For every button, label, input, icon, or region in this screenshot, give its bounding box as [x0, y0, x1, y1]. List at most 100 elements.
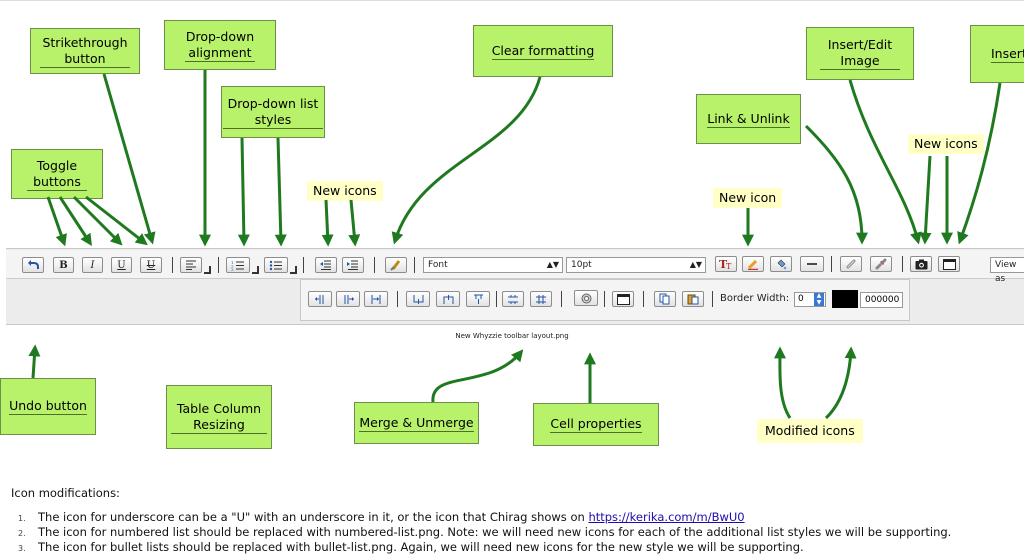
kerika-link[interactable]: https://kerika.com/m/BwU0: [588, 510, 745, 524]
arrow-undo: [28, 344, 41, 379]
callout-dropdown-alignment: Drop-down alignment: [164, 20, 276, 70]
bullet-list-icon: [269, 260, 282, 270]
callout-clear-formatting: Clear formatting: [473, 25, 613, 77]
note-new-icons-left: New icons: [307, 181, 383, 201]
insert-row-icon: [413, 294, 423, 304]
horizontal-rule-button[interactable]: [800, 256, 824, 272]
callout-strikethrough: Strikethrough button: [30, 28, 140, 74]
highlighter-icon: [747, 259, 758, 270]
arrow-list-2: [274, 137, 287, 247]
arrow-insert-table: [957, 82, 1002, 245]
table-properties-button[interactable]: [612, 291, 634, 307]
insert-row-below-button[interactable]: [406, 291, 430, 307]
view-as-select[interactable]: View as: [990, 257, 1024, 284]
separator: [643, 291, 644, 307]
separator: [374, 257, 375, 273]
chevron-updown-icon: ▲▼: [814, 292, 824, 306]
separator: [172, 257, 173, 273]
align-left-icon: [186, 260, 196, 270]
callout-cell-properties: Cell properties: [533, 403, 659, 446]
image-caption: New Whyzzie toolbar layout.png: [455, 332, 569, 340]
callout-link-unlink: Link & Unlink: [696, 94, 801, 144]
font-select[interactable]: Font▲▼: [423, 257, 563, 273]
callout-table-column-resizing: Table Column Resizing: [166, 385, 272, 449]
note-new-icons-right: New icons: [908, 134, 984, 154]
separator: [831, 256, 832, 272]
indent-button[interactable]: [342, 257, 364, 273]
highlight-button[interactable]: [742, 256, 764, 272]
italic-button[interactable]: I: [82, 257, 103, 273]
bullet-list-dropdown-arrow[interactable]: [290, 266, 297, 274]
alignment-dropdown-button[interactable]: [180, 257, 202, 273]
toolbar-layout-diagram: Strikethrough button Drop-down alignment…: [0, 20, 1024, 449]
unlink-button[interactable]: [870, 256, 892, 272]
undo-button[interactable]: [22, 257, 44, 273]
separator: [414, 257, 415, 273]
horizontal-line-icon: [807, 263, 817, 265]
modifications-list: 1.The icon for underscore can be a "U" w…: [18, 510, 951, 555]
callout-insert-partial: Insert: [970, 25, 1024, 83]
numbered-list-dropdown-arrow[interactable]: [252, 266, 259, 274]
table-column-resize-right-button[interactable]: [336, 291, 360, 307]
svg-text:3: 3: [231, 267, 234, 271]
link-icon: [846, 259, 856, 269]
insert-row-above-button[interactable]: [436, 291, 460, 307]
outdent-button[interactable]: [315, 257, 337, 273]
svg-text:2: 2: [231, 263, 234, 268]
insert-image-button[interactable]: [910, 256, 932, 272]
merge-cells-icon: [508, 294, 518, 304]
insert-table-button[interactable]: [938, 256, 960, 272]
camera-icon: [915, 259, 927, 269]
arrow-link: [804, 124, 868, 245]
border-color-hex-field[interactable]: 000000: [860, 292, 903, 308]
numbered-list-icon: 123: [231, 260, 244, 271]
separator: [604, 291, 605, 307]
arrow-toggle-3: [72, 195, 123, 246]
delete-row-button[interactable]: [466, 291, 490, 307]
unlink-icon: [875, 258, 887, 270]
table-icon: [942, 258, 956, 270]
callout-undo-button: Undo button: [0, 378, 96, 435]
paint-bucket-icon: [777, 259, 787, 270]
table-props-icon: [616, 293, 630, 305]
svg-text:T: T: [719, 258, 728, 270]
callout-dropdown-list-styles: Drop-down list styles: [221, 86, 325, 138]
chevron-updown-icon: ▲▼: [689, 260, 702, 269]
merge-cells-button[interactable]: [502, 291, 524, 307]
table-column-resize-left-button[interactable]: [308, 291, 332, 307]
font-size-select[interactable]: 10pt▲▼: [566, 257, 706, 273]
separator: [397, 291, 398, 307]
column-fit-icon: [371, 294, 380, 304]
arrow-clear-formatting: [391, 76, 542, 245]
bold-button[interactable]: B: [53, 257, 74, 273]
border-width-label: Border Width:: [720, 293, 790, 304]
separator: [496, 291, 497, 307]
separator: [902, 256, 903, 272]
strikethrough-button[interactable]: U: [140, 257, 162, 273]
clear-formatting-button[interactable]: [385, 257, 407, 273]
arrow-merge: [431, 349, 524, 403]
arrow-new-icons-2: [348, 199, 361, 247]
svg-text:1: 1: [231, 260, 234, 265]
fill-color-button[interactable]: [770, 256, 792, 272]
border-color-swatch[interactable]: [832, 290, 858, 308]
arrow-toggle-2: [58, 196, 92, 247]
list-item: 2.The icon for numbered list should be r…: [18, 525, 952, 539]
underline-button[interactable]: U: [111, 257, 132, 273]
bullet-list-button[interactable]: [264, 257, 288, 273]
list-item: 1.The icon for underscore can be a "U" w…: [18, 510, 745, 524]
alignment-dropdown-arrow[interactable]: [204, 266, 211, 274]
copy-button[interactable]: [654, 291, 676, 307]
cell-properties-button[interactable]: [574, 290, 598, 306]
split-cells-button[interactable]: [530, 291, 552, 307]
eraser-brush-icon: [390, 260, 401, 271]
table-column-resize-fit-button[interactable]: [364, 291, 388, 307]
insert-row-above-icon: [443, 294, 453, 304]
link-button[interactable]: [840, 256, 862, 272]
callout-insert-edit-image: Insert/Edit Image: [806, 27, 914, 80]
paste-button[interactable]: [682, 291, 704, 307]
border-width-stepper[interactable]: 0▲▼: [794, 292, 826, 307]
separator: [218, 257, 219, 273]
